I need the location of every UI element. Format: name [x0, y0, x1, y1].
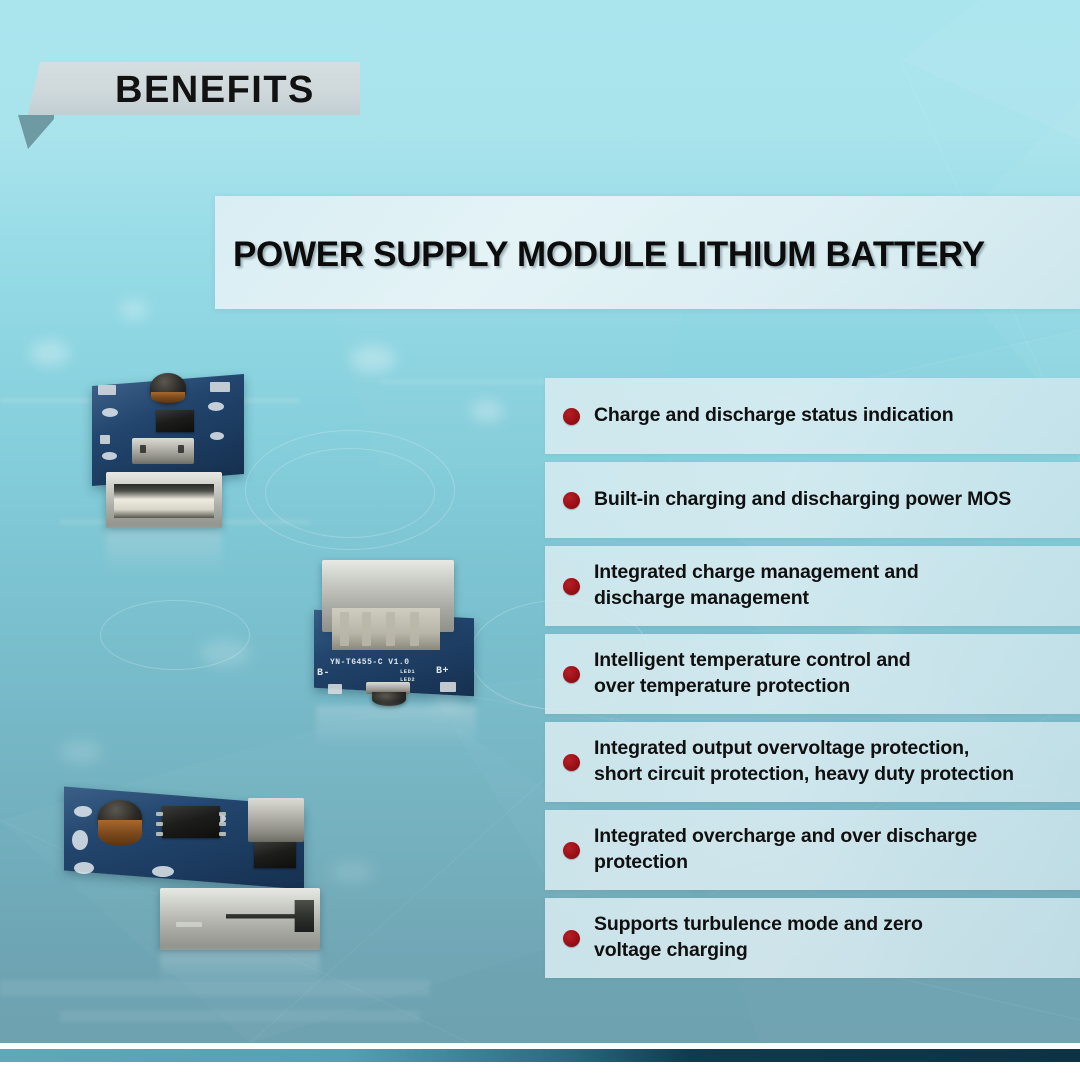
usb-contact	[410, 612, 419, 646]
list-item[interactable]: Integrated charge management and dischar…	[545, 546, 1080, 626]
product-photo-middle-board: YN-T6455-C V1.0 B- B+ LED1 LED2	[300, 550, 520, 760]
inductor-component	[372, 692, 406, 706]
solder-pad	[328, 684, 342, 694]
list-item-label: Charge and discharge status indication	[594, 404, 954, 427]
inductor-coil	[98, 820, 142, 846]
bokeh-highlight	[430, 690, 466, 712]
micro-usb-port	[366, 682, 410, 694]
bullet-dot-icon	[563, 491, 580, 509]
bokeh-highlight	[470, 400, 504, 422]
bullet-dot-icon	[563, 841, 580, 859]
pcb-silkscreen-positive: B+	[436, 666, 450, 677]
usb-contact	[386, 612, 395, 646]
solder-pad	[210, 432, 224, 440]
list-item[interactable]: Charge and discharge status indication	[545, 378, 1080, 454]
inductor-coil	[151, 392, 185, 403]
bokeh-highlight	[330, 860, 374, 884]
product-photo-bottom-board	[50, 770, 360, 985]
ic-chip	[162, 806, 220, 838]
list-item[interactable]: Built-in charging and discharging power …	[545, 462, 1080, 538]
solder-pad	[210, 382, 230, 392]
pcb-ring-trace	[100, 600, 250, 670]
solder-pad	[140, 445, 146, 453]
bullet-dot-icon	[563, 753, 580, 771]
solder-pad	[98, 385, 116, 395]
usb-contact	[176, 922, 202, 927]
bullet-dot-icon	[563, 665, 580, 683]
list-item-label: Integrated output overvoltage protection…	[594, 737, 1014, 785]
footer-white-gap	[0, 1043, 1080, 1049]
solder-pad	[102, 452, 117, 460]
ic-pin	[156, 832, 163, 836]
photo-reflection	[106, 528, 222, 576]
solder-pad	[74, 806, 92, 817]
solder-pad	[100, 435, 110, 444]
ic-pin	[156, 812, 163, 816]
list-item[interactable]: Supports turbulence mode and zero voltag…	[545, 898, 1080, 978]
solder-pad	[72, 830, 88, 850]
list-item[interactable]: Integrated output overvoltage protection…	[545, 722, 1080, 802]
list-item-label: Supports turbulence mode and zero voltag…	[594, 913, 923, 961]
pcb-ring-trace	[245, 430, 455, 550]
usb-a-cavity	[114, 484, 214, 518]
solder-pad	[440, 682, 456, 692]
photo-reflection	[316, 706, 476, 748]
ic-pin	[156, 822, 163, 826]
list-item-label: Intelligent temperature control and over…	[594, 649, 911, 697]
ic-chip	[156, 410, 194, 432]
pcb-trace-line	[380, 380, 560, 384]
ic-pin	[219, 822, 226, 826]
footer-base	[0, 1062, 1080, 1080]
list-item-label: Integrated overcharge and over discharge…	[594, 825, 978, 873]
pcb-silkscreen-negative: B-	[317, 668, 331, 679]
benefits-heading: BENEFITS	[115, 69, 315, 111]
list-item[interactable]: Integrated overcharge and over discharge…	[545, 810, 1080, 890]
smd-component	[254, 842, 296, 868]
bokeh-highlight	[30, 340, 70, 366]
solder-pad	[178, 445, 184, 453]
bokeh-highlight	[60, 740, 102, 764]
usb-a-port	[160, 888, 320, 950]
page-title: POWER SUPPLY MODULE LITHIUM BATTERY	[233, 235, 985, 274]
photo-reflection	[160, 950, 320, 984]
solder-pad	[102, 408, 118, 417]
solder-pad	[74, 862, 94, 874]
solder-pad	[208, 402, 224, 411]
title-band	[215, 196, 1080, 309]
list-item-label: Integrated charge management and dischar…	[594, 561, 919, 609]
footer-accent-bar	[0, 1049, 1080, 1062]
pcb-silkscreen-led1: LED1	[400, 668, 416, 675]
bokeh-highlight	[350, 345, 396, 373]
pcb-trace-line	[0, 980, 430, 996]
pcb-trace-line	[60, 1010, 420, 1022]
bokeh-highlight	[120, 300, 148, 320]
bullet-dot-icon	[563, 407, 580, 425]
ic-pin	[219, 812, 226, 816]
solder-pad	[152, 866, 174, 877]
pcb-silkscreen-part-number: YN-T6455-C V1.0	[330, 658, 410, 667]
pcb-silkscreen-led2: LED2	[400, 676, 416, 683]
product-photo-top-board	[60, 360, 330, 590]
benefits-list: Charge and discharge status indication B…	[545, 378, 1080, 986]
bullet-dot-icon	[563, 929, 580, 947]
pcb-ring-trace	[265, 448, 435, 538]
bullet-dot-icon	[563, 577, 580, 595]
list-item[interactable]: Intelligent temperature control and over…	[545, 634, 1080, 714]
micro-usb-port	[248, 798, 304, 842]
bokeh-highlight	[200, 640, 250, 666]
benefits-ribbon	[28, 62, 360, 115]
usb-contact	[340, 612, 349, 646]
list-item-label: Built-in charging and discharging power …	[594, 488, 1012, 511]
usb-contact	[362, 612, 371, 646]
ic-pin	[219, 832, 226, 836]
